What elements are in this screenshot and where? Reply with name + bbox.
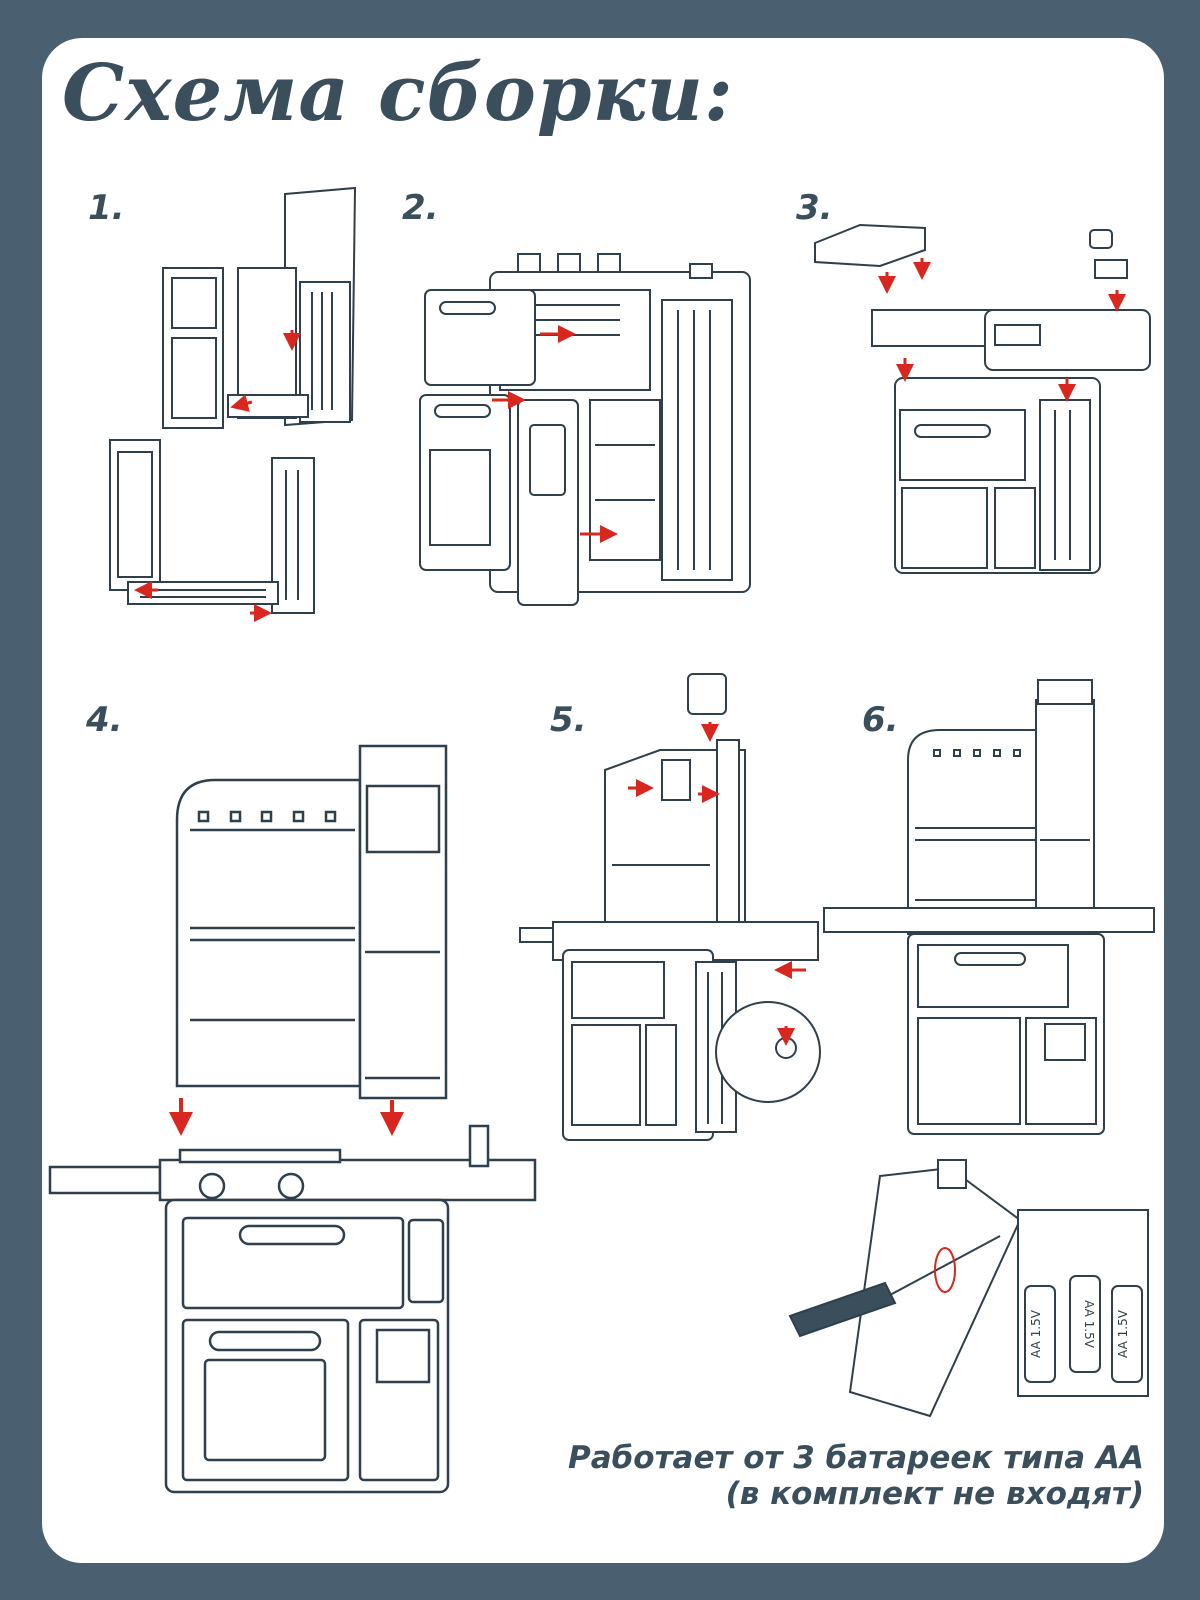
battery-note-line-2: (в комплект не входят) [725,1476,1144,1512]
step-1-number: 1. [88,188,125,228]
battery-compartment-illustration [788,1159,1149,1418]
step-1-illustration [109,186,357,614]
step-2-arrows [492,325,618,543]
step-1-arrows [134,330,301,622]
step-2-number: 2. [402,188,439,228]
step-3-arrows [878,258,1126,402]
screwdriver-rotation-icon [934,1247,956,1293]
battery-1-label: AA 1.5V [1029,1309,1043,1358]
step-4-number: 4. [86,700,123,740]
battery-note-line-1: Работает от 3 батареек типа АА [568,1440,1144,1476]
step-6-number: 6. [862,700,899,740]
step-5-arrows [628,722,806,1046]
battery-2-label: AA 1.5V [1082,1300,1096,1349]
step-5-number: 5. [550,700,587,740]
step-6-illustration [823,679,1155,1135]
battery-note: Работает от 3 батареек типа АА (в компле… [568,1440,1144,1512]
step-2-illustration [419,253,751,606]
step-4-arrows [169,1098,404,1136]
step-4-illustration [48,744,537,1494]
battery-3-label: AA 1.5V [1116,1309,1130,1358]
page-title: Схема сборки: [62,48,734,139]
step-3-number: 3. [796,188,833,228]
step-5-illustration [519,673,821,1141]
step-3-illustration [814,223,1151,574]
